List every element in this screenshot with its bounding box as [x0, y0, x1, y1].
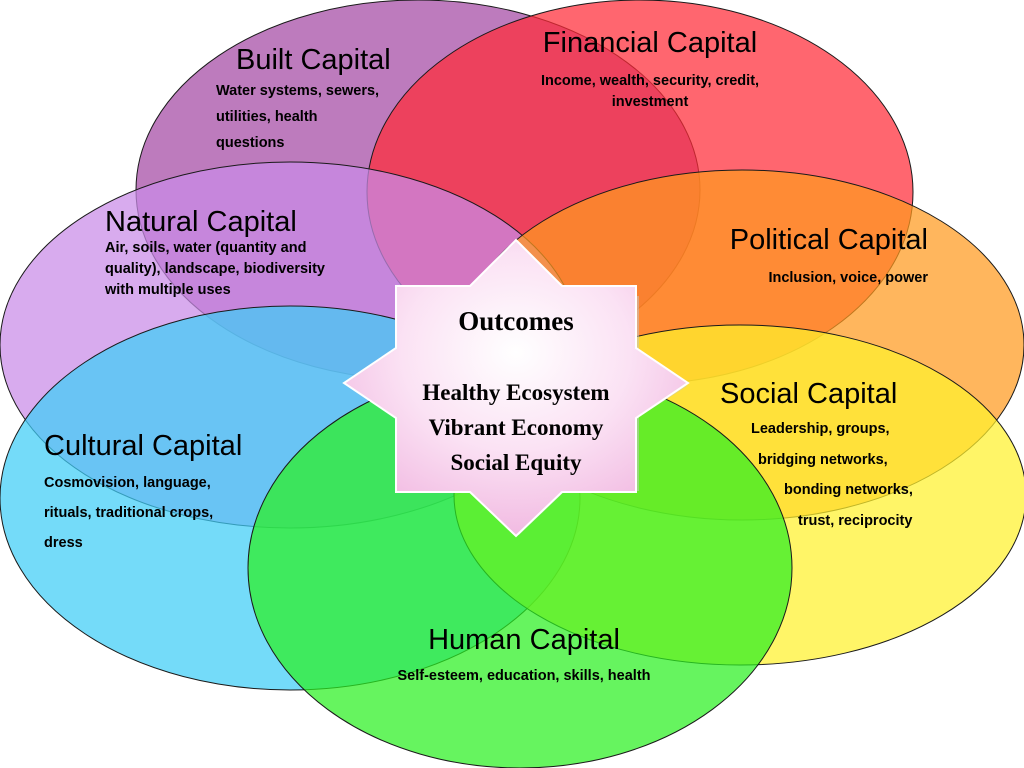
human-capital-title: Human Capital [428, 624, 620, 656]
outcomes-star [342, 238, 690, 538]
natural-desc-line: with multiple uses [105, 282, 231, 298]
social-capital-label: Social Capital Leadership, groups, bridg… [720, 378, 913, 536]
built-desc-line: utilities, health [216, 109, 318, 125]
built-desc-line: Water systems, sewers, [216, 83, 380, 99]
social-capital-title: Social Capital [720, 378, 898, 410]
cultural-desc-line: dress [44, 535, 83, 551]
human-desc-line: Self-esteem, education, skills, health [397, 668, 651, 684]
financial-capital-description: Income, wealth, security, credit, invest… [490, 71, 810, 113]
social-desc-line: trust, reciprocity [798, 512, 913, 529]
natural-desc-line: quality), landscape, biodiversity [105, 261, 325, 277]
natural-capital-description: Air, soils, water (quantity and quality)… [105, 238, 325, 301]
outcome-item: Healthy Ecosystem [422, 380, 610, 405]
financial-capital-title: Financial Capital [542, 27, 758, 59]
cultural-desc-line: rituals, traditional crops, [44, 505, 214, 521]
financial-desc-line: Income, wealth, security, credit, [540, 73, 760, 89]
natural-capital-title: Natural Capital [105, 206, 297, 238]
cultural-capital-description: Cosmovision, language, rituals, traditio… [44, 468, 242, 558]
financial-capital-label: Financial Capital Income, wealth, securi… [490, 27, 810, 113]
outcome-item: Vibrant Economy [428, 415, 604, 440]
political-capital-label: Political Capital Inclusion, voice, powe… [660, 224, 928, 289]
outcome-item: Social Equity [450, 450, 582, 475]
cultural-capital-title: Cultural Capital [44, 430, 243, 462]
built-capital-label: Built Capital Water systems, sewers, uti… [216, 44, 391, 156]
natural-capital-label: Natural Capital Air, soils, water (quant… [105, 206, 325, 301]
financial-desc-line: investment [611, 94, 689, 110]
cultural-capital-label: Cultural Capital Cosmovision, language, … [44, 430, 242, 558]
built-capital-title: Built Capital [236, 44, 391, 76]
social-desc-line: bridging networks, [758, 451, 888, 468]
built-capital-description: Water systems, sewers, utilities, health… [216, 78, 391, 156]
social-capital-description: Leadership, groups, bridging networks, b… [720, 414, 913, 536]
political-desc-line: Inclusion, voice, power [768, 270, 928, 286]
natural-desc-line: Air, soils, water (quantity and [105, 240, 307, 256]
star-shape [342, 238, 690, 538]
social-desc-line: Leadership, groups, [751, 421, 890, 437]
human-capital-label: Human Capital Self-esteem, education, sk… [354, 624, 694, 687]
political-capital-title: Political Capital [729, 224, 928, 256]
cultural-desc-line: Cosmovision, language, [44, 475, 211, 491]
social-desc-line: bonding networks, [784, 482, 913, 498]
outcomes-list: Healthy Ecosystem Vibrant Economy Social… [396, 375, 636, 480]
outcomes-title: Outcomes [458, 306, 574, 336]
human-capital-description: Self-esteem, education, skills, health [354, 666, 694, 687]
political-capital-description: Inclusion, voice, power [660, 268, 928, 289]
built-desc-line: questions [216, 135, 285, 151]
